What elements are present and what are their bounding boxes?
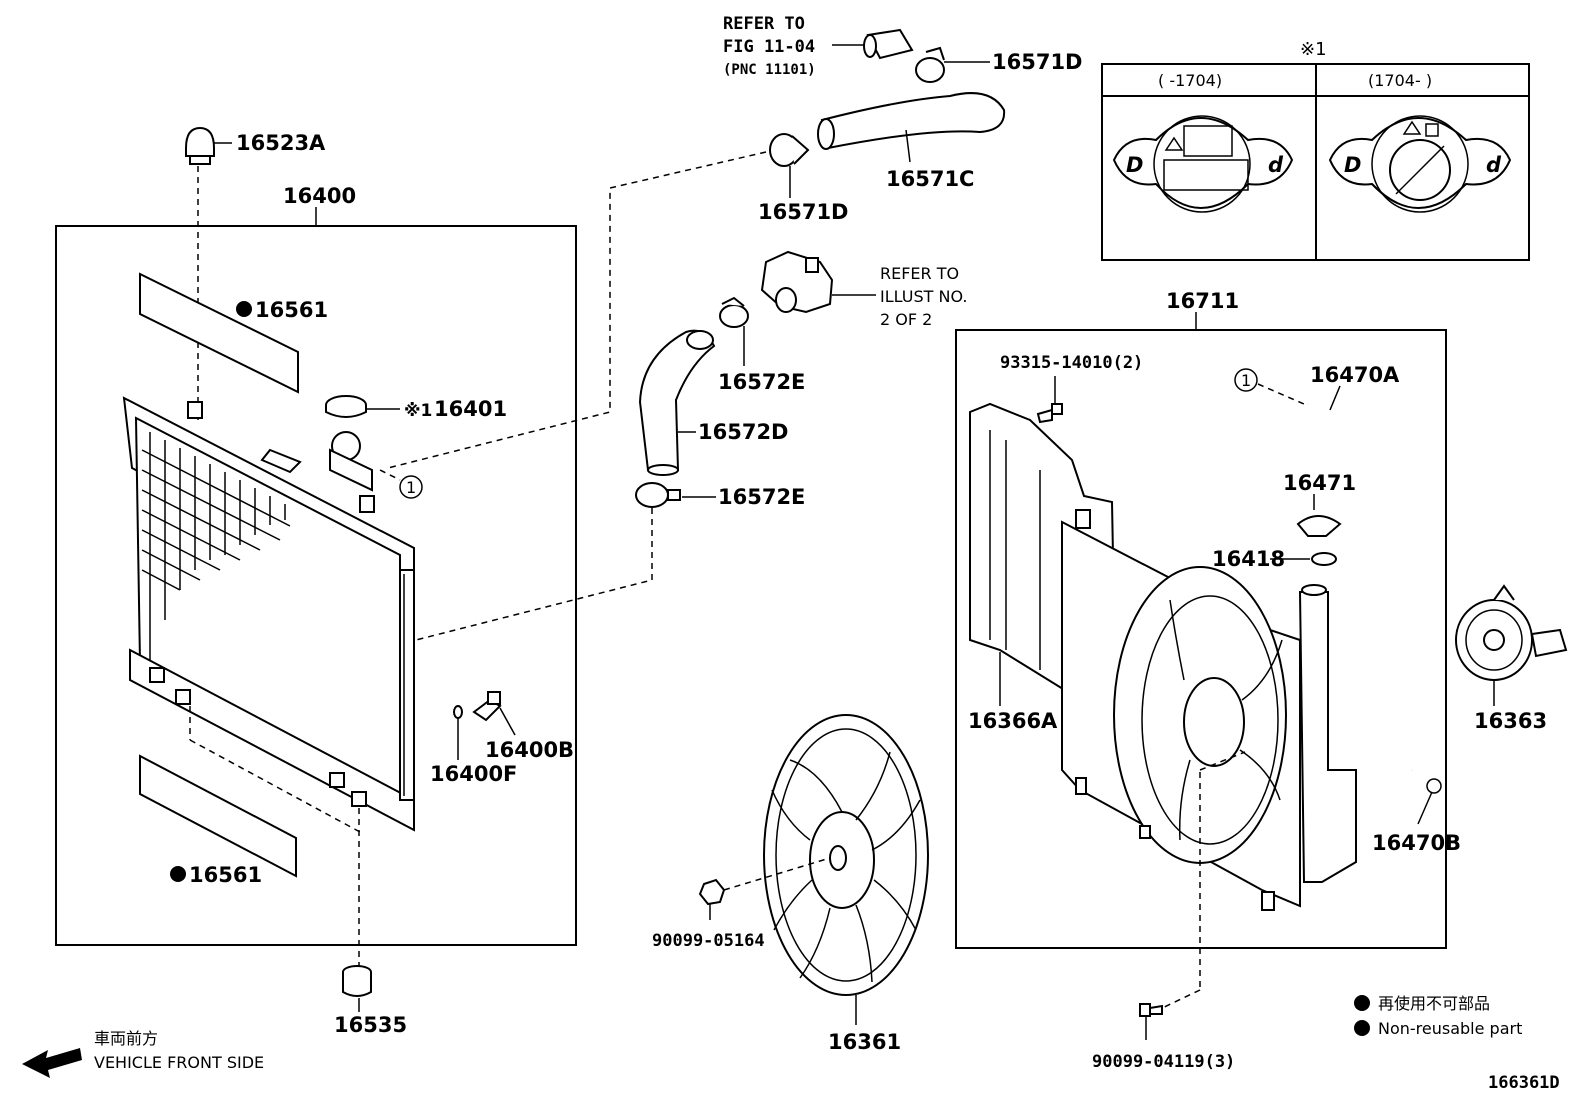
callout-16711[interactable]: 16711 <box>1166 289 1239 313</box>
non-reusable-dot-icon <box>170 866 186 882</box>
hose-clamp-16572E-bottom[interactable] <box>635 482 681 508</box>
drain-cock-16400B[interactable] <box>472 691 502 722</box>
radiator-cap-old-type[interactable]: D d <box>1112 115 1294 213</box>
legend-dot-icon <box>1354 995 1370 1011</box>
radiator-cap-new-type[interactable]: D d <box>1328 115 1512 213</box>
legend-en: Non-reusable part <box>1378 1019 1522 1038</box>
hose-clamp-16571D-mid[interactable] <box>769 133 810 167</box>
cap-d-mark-left: D <box>1126 153 1143 177</box>
refer-illust-line3: 2 OF 2 <box>880 310 932 329</box>
front-label-en: VEHICLE FRONT SIDE <box>94 1053 264 1072</box>
callout-16572D[interactable]: 16572D <box>698 420 789 444</box>
callout-16400F[interactable]: 16400F <box>430 762 517 786</box>
callout-16561-bottom[interactable]: 16561 <box>189 863 262 887</box>
callout-16571C[interactable]: 16571C <box>886 167 974 191</box>
callout-16400B[interactable]: 16400B <box>485 738 574 762</box>
inset-header-left: ( -1704) <box>1158 71 1222 90</box>
shroud-bolt-93315[interactable] <box>1036 403 1063 424</box>
hose-clamp-16572E-top[interactable] <box>719 296 749 328</box>
cooling-fan-16361[interactable] <box>763 714 929 996</box>
callout-16366A[interactable]: 16366A <box>968 709 1058 733</box>
callout-16363[interactable]: 16363 <box>1474 709 1547 733</box>
fan-shroud[interactable] <box>1061 509 1301 911</box>
diagram-id: 166361D <box>1488 1073 1560 1093</box>
refer-fig-line2[interactable]: FIG 11-04 <box>723 37 815 57</box>
front-label-jp: 車両前方 <box>94 1029 158 1048</box>
refer-illust-line1: REFER TO <box>880 264 959 283</box>
legend-dot-icon-2 <box>1354 1020 1370 1036</box>
callout-16401-prefix: ※1 <box>404 401 432 421</box>
fan-nut-90099-05164[interactable] <box>698 878 726 920</box>
callout-16572E-bottom[interactable]: 16572E <box>718 485 805 509</box>
fan-shroud-assembly-frame <box>955 329 1447 949</box>
radiator-seal-bottom[interactable] <box>139 754 297 878</box>
radiator-cushion-16535[interactable] <box>342 965 372 1012</box>
callout-16535[interactable]: 16535 <box>334 1013 407 1037</box>
callout-16523A[interactable]: 16523A <box>236 131 326 155</box>
radiator-inlet-hose-16571C[interactable] <box>817 92 1006 150</box>
inlet-pipe[interactable] <box>863 28 914 60</box>
callout-16470B[interactable]: 16470B <box>1372 831 1461 855</box>
callout-90099-04119[interactable]: 90099-04119(3) <box>1092 1052 1235 1072</box>
reference-circle-1-label: 1 <box>406 478 416 497</box>
o-ring-16400F[interactable] <box>453 705 463 719</box>
reservoir-tank[interactable] <box>1298 584 1357 883</box>
callout-16418[interactable]: 16418 <box>1212 547 1285 571</box>
reference-circle-1-right <box>1234 368 1258 392</box>
radiator-outlet-hose-16572D[interactable] <box>638 329 716 476</box>
refer-fig-line1: REFER TO <box>723 14 805 34</box>
radiator-cap-variants-inset <box>1101 63 1530 261</box>
gasket-16418[interactable] <box>1311 552 1337 566</box>
callout-16470A[interactable]: 16470A <box>1310 363 1400 387</box>
non-reusable-dot-icon <box>236 301 252 317</box>
radiator-core[interactable] <box>122 396 415 832</box>
legend-jp: 再使用不可部品 <box>1378 994 1490 1013</box>
refer-illust-line2[interactable]: ILLUST NO. <box>880 287 967 306</box>
cap-d-mark-right: d <box>1268 153 1284 177</box>
cap-d-mark-right-new: d <box>1486 153 1502 177</box>
reference-circle-1 <box>399 475 423 499</box>
inset-note-mark: ※1 <box>1300 39 1327 60</box>
vehicle-front-arrow-icon <box>22 1048 82 1078</box>
water-outlet-housing[interactable] <box>760 250 834 314</box>
callout-16361[interactable]: 16361 <box>828 1030 901 1054</box>
callout-16572E-top[interactable]: 16572E <box>718 370 805 394</box>
callout-16401[interactable]: 16401 <box>434 397 507 421</box>
callout-16561-top[interactable]: 16561 <box>255 298 328 322</box>
callout-16571D-top[interactable]: 16571D <box>992 50 1083 74</box>
callout-16400[interactable]: 16400 <box>283 184 356 208</box>
callout-16571D-mid[interactable]: 16571D <box>758 200 849 224</box>
inset-header-right: (1704- ) <box>1368 71 1432 90</box>
hose-clamp-16571D-top[interactable] <box>915 46 945 83</box>
hose-clip-16470B[interactable] <box>1417 778 1442 825</box>
shroud-bolt-90099-04119[interactable] <box>1139 1003 1163 1017</box>
refer-fig-line3: (PNC 11101) <box>723 62 816 78</box>
reference-circle-1-right-label: 1 <box>1241 371 1251 390</box>
reservoir-cap-16471[interactable] <box>1296 515 1342 537</box>
callout-16471[interactable]: 16471 <box>1283 471 1356 495</box>
callout-93315-14010[interactable]: 93315-14010(2) <box>1000 353 1143 373</box>
radiator-seal-top[interactable] <box>139 272 299 394</box>
radiator-drain-plug-16523A[interactable] <box>185 126 232 165</box>
overflow-hose-16470A[interactable] <box>1306 402 1414 772</box>
callout-90099-05164[interactable]: 90099-05164 <box>652 931 765 951</box>
radiator-cap-16401[interactable] <box>325 395 400 418</box>
fan-motor-16363[interactable] <box>1455 584 1568 681</box>
cap-d-mark-left-new: D <box>1344 153 1361 177</box>
